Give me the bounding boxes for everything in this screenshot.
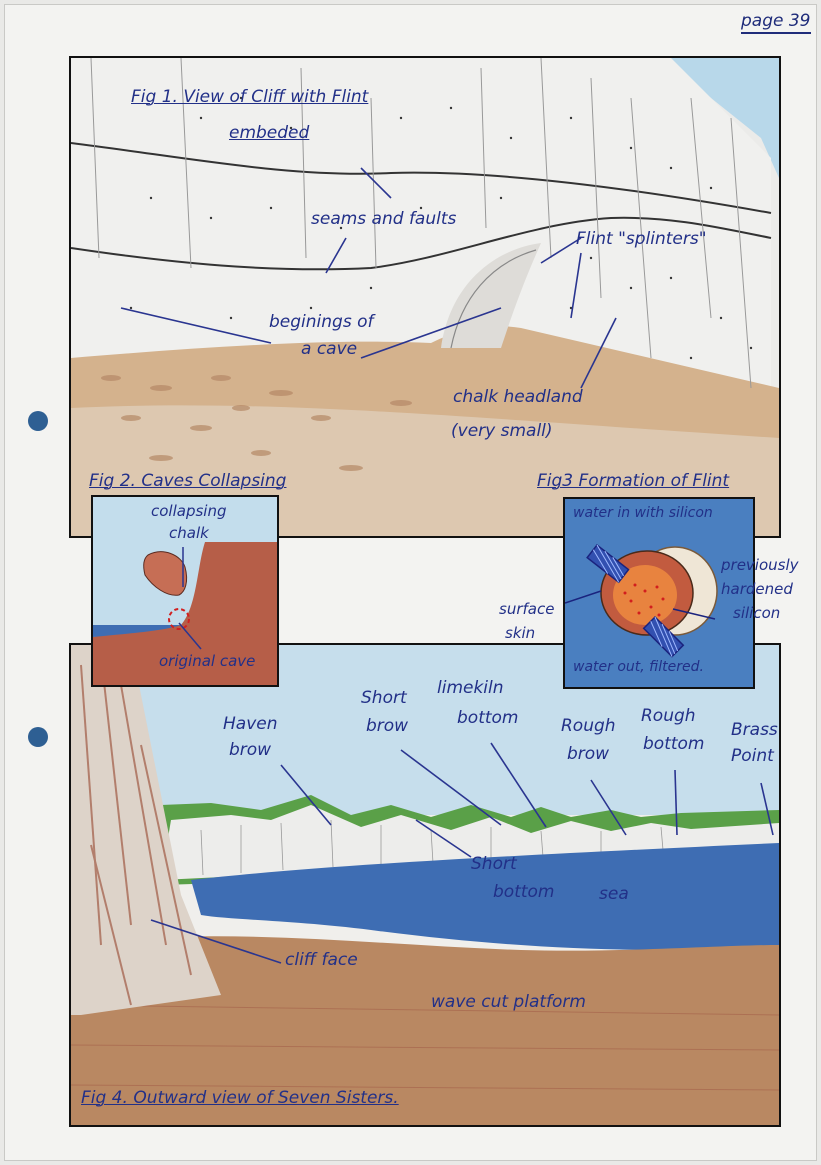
- fig2-title: Fig 2. Caves Collapsing: [89, 471, 287, 491]
- fig1-cliff-drawing: Fig 1. View of Cliff with Flint embeded …: [69, 56, 781, 538]
- punch-hole-bottom: [28, 727, 48, 747]
- label-haven-brow-2: brow: [229, 740, 272, 760]
- label-short-bottom-2: bottom: [493, 882, 555, 902]
- fig2-caves-collapsing-drawing: collapsing chalk original cave: [91, 495, 279, 687]
- fig3-title: Fig3 Formation of Flint: [537, 471, 730, 491]
- fig1-illustration: [71, 58, 779, 536]
- label-skin: skin: [505, 624, 536, 642]
- label-rough-brow: Rough: [561, 716, 616, 736]
- label-short-brow-2: brow: [366, 716, 409, 736]
- label-wave-cut-platform: wave cut platform: [431, 992, 586, 1012]
- label-limekiln-bottom-2: bottom: [457, 708, 519, 728]
- label-brass-point: Brass: [731, 720, 778, 740]
- fig4-seven-sisters-drawing: Haven brow Short brow limekiln bottom Ro…: [69, 643, 781, 1127]
- label-silicon: silicon: [733, 604, 781, 622]
- label-limekiln-bottom: limekiln: [437, 678, 504, 698]
- label-collapsing: collapsing: [151, 502, 227, 520]
- label-water-out: water out, filtered.: [573, 659, 704, 675]
- punch-hole-top: [28, 411, 48, 431]
- label-seams-and-faults: seams and faults: [311, 209, 457, 229]
- label-beginings-of: beginings of: [269, 312, 374, 332]
- fig2-illustration: [93, 497, 277, 685]
- label-rough-bottom-2: bottom: [643, 734, 705, 754]
- page-number: page 39: [741, 11, 811, 34]
- fig3-illustration: [565, 499, 753, 687]
- label-cliff-face: cliff face: [285, 950, 358, 970]
- label-rough-brow-2: brow: [567, 744, 610, 764]
- label-surface: surface: [499, 600, 555, 618]
- label-original-cave: original cave: [159, 652, 256, 670]
- notebook-page: page 39: [4, 4, 817, 1161]
- label-water-in: water in with silicon: [573, 505, 713, 521]
- label-previously: previously: [721, 556, 799, 574]
- label-chalk: chalk: [169, 524, 209, 542]
- fig1-title: Fig 1. View of Cliff with Flint: [131, 87, 369, 107]
- fig4-illustration: [71, 645, 779, 1125]
- label-brass-point-2: Point: [731, 746, 774, 766]
- label-short-bottom: Short: [471, 854, 517, 874]
- label-flint-splinters: Flint "splinters": [576, 229, 707, 249]
- label-hardened: hardened: [721, 580, 793, 598]
- label-chalk-headland: chalk headland: [453, 387, 583, 407]
- label-sea: sea: [599, 884, 629, 904]
- label-rough-bottom: Rough: [641, 706, 696, 726]
- label-very-small: (very small): [451, 421, 553, 441]
- label-haven-brow: Haven: [223, 714, 278, 734]
- label-short-brow: Short: [361, 688, 407, 708]
- label-a-cave: a cave: [301, 339, 358, 359]
- fig1-title-line2: embeded: [229, 123, 310, 143]
- fig4-title: Fig 4. Outward view of Seven Sisters.: [81, 1088, 399, 1108]
- fig3-formation-of-flint-drawing: water in with silicon water out, filtere…: [563, 497, 755, 689]
